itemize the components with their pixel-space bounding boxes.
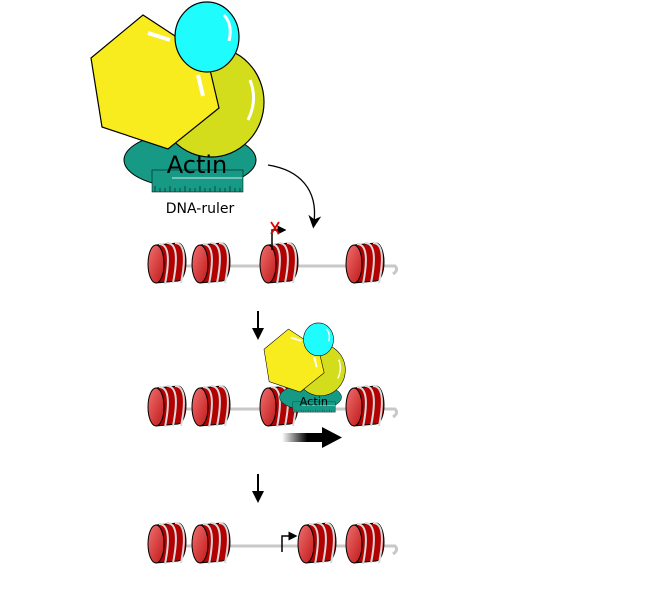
actin-label: Actin xyxy=(167,151,227,179)
nucleosome-3 xyxy=(259,242,299,285)
nucleosome-10 xyxy=(191,522,231,565)
promoter-arrow-active-icon xyxy=(281,531,298,552)
nucleosome-6 xyxy=(191,385,231,428)
nucleosomes xyxy=(147,242,385,565)
dna-ruler-caption: DNA-ruler xyxy=(166,201,235,217)
dna-ruler-icon xyxy=(292,401,336,413)
nucleosome-5 xyxy=(147,385,187,428)
nucleosome-1 xyxy=(147,242,187,285)
dna-strand-row2 xyxy=(150,407,399,419)
actin-label-small: Actin xyxy=(300,396,328,409)
nucleosome-9 xyxy=(147,522,187,565)
remodeling-complex-small: Actin xyxy=(263,322,346,413)
nucleosome-2 xyxy=(191,242,231,285)
curved-arrow-icon xyxy=(267,164,322,229)
blocked-x-icon xyxy=(270,221,280,235)
nucleosome-11 xyxy=(297,522,337,565)
dna-strand-row3 xyxy=(150,544,399,556)
dna-strand-row1 xyxy=(150,264,399,276)
sliding-direction-arrow-icon xyxy=(282,427,342,448)
ruler-ticks xyxy=(154,186,241,192)
promoter-arrow-blocked-icon xyxy=(271,225,287,250)
remodeling-complex-large: Actin xyxy=(90,1,265,193)
nucleosome-4 xyxy=(345,242,385,285)
nucleosome-12 xyxy=(345,522,385,565)
cyan-subunit xyxy=(174,1,240,73)
dna-ruler-icon xyxy=(151,169,244,193)
cyan-subunit xyxy=(303,322,334,357)
ruler-ticks xyxy=(293,409,335,413)
nucleosome-8 xyxy=(345,385,385,428)
